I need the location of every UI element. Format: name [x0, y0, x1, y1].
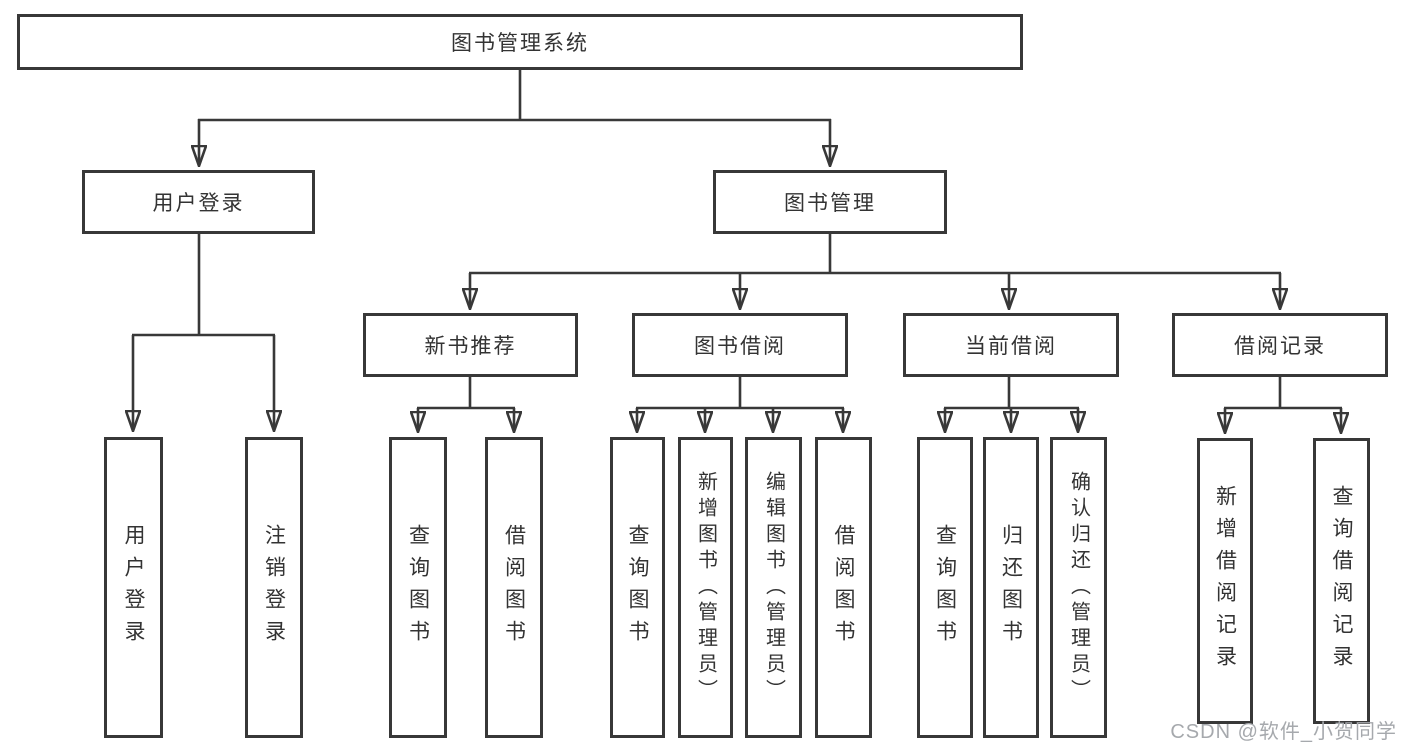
node-book-management: 图书管理	[713, 170, 947, 234]
node-borrow-record: 借阅记录	[1172, 313, 1388, 377]
leaf-query-books-borrow: 查询图书	[610, 437, 665, 738]
node-label: 查询图书	[626, 523, 649, 652]
node-new-book-recommend: 新书推荐	[363, 313, 578, 377]
node-label: 查询图书	[406, 523, 430, 652]
node-label: 图书管理系统	[451, 32, 589, 55]
node-book-borrow: 图书借阅	[632, 313, 848, 377]
node-current-borrow: 当前借阅	[903, 313, 1119, 377]
leaf-logout: 注销登录	[245, 437, 303, 738]
connector-book-management-children	[469, 233, 1281, 309]
node-label: 图书管理	[784, 192, 876, 215]
leaf-borrow-books-recommend: 借阅图书	[485, 437, 543, 738]
csdn-watermark: CSDN @软件_小贺同学	[1170, 721, 1397, 743]
node-label: 确认归还（管理员）	[1067, 470, 1090, 705]
node-label: 新增借阅记录	[1213, 485, 1237, 677]
connector-new-book-recommend-children	[417, 376, 515, 432]
node-label: 注销登录	[262, 523, 286, 652]
connector-current-borrow-children	[944, 376, 1079, 432]
node-label: 新增图书（管理员）	[694, 470, 717, 705]
leaf-add-borrow-record: 新增借阅记录	[1197, 438, 1253, 724]
node-label: 新书推荐	[424, 335, 517, 358]
node-label: 查询图书	[933, 523, 957, 652]
leaf-borrow-books: 借阅图书	[815, 437, 872, 738]
node-label: 当前借阅	[965, 335, 1057, 358]
node-label: 借阅图书	[832, 523, 855, 652]
node-label: 借阅图书	[502, 523, 526, 652]
node-label: 归还图书	[999, 523, 1023, 652]
node-label: 编辑图书（管理员）	[762, 470, 785, 705]
node-label: 用户登录	[152, 192, 245, 215]
node-library-management-system: 图书管理系统	[17, 14, 1023, 70]
node-label: 用户登录	[122, 523, 145, 652]
node-label: 查询借阅记录	[1330, 485, 1353, 677]
connector-book-borrow-children	[636, 376, 844, 432]
leaf-query-borrow-record: 查询借阅记录	[1313, 438, 1370, 724]
leaf-return-books: 归还图书	[983, 437, 1039, 738]
connector-root-to-level2	[198, 69, 831, 166]
connector-user-login-children	[132, 233, 275, 431]
leaf-query-books-recommend: 查询图书	[389, 437, 447, 738]
leaf-user-login: 用户登录	[104, 437, 163, 738]
node-user-login: 用户登录	[82, 170, 315, 234]
leaf-confirm-return-admin: 确认归还（管理员）	[1050, 437, 1107, 738]
node-label: 借阅记录	[1234, 335, 1326, 358]
node-label: 图书借阅	[694, 335, 786, 358]
leaf-query-books-current: 查询图书	[917, 437, 973, 738]
connector-borrow-record-children	[1224, 376, 1342, 433]
leaf-edit-books-admin: 编辑图书（管理员）	[745, 437, 802, 738]
leaf-add-books-admin: 新增图书（管理员）	[678, 437, 733, 738]
